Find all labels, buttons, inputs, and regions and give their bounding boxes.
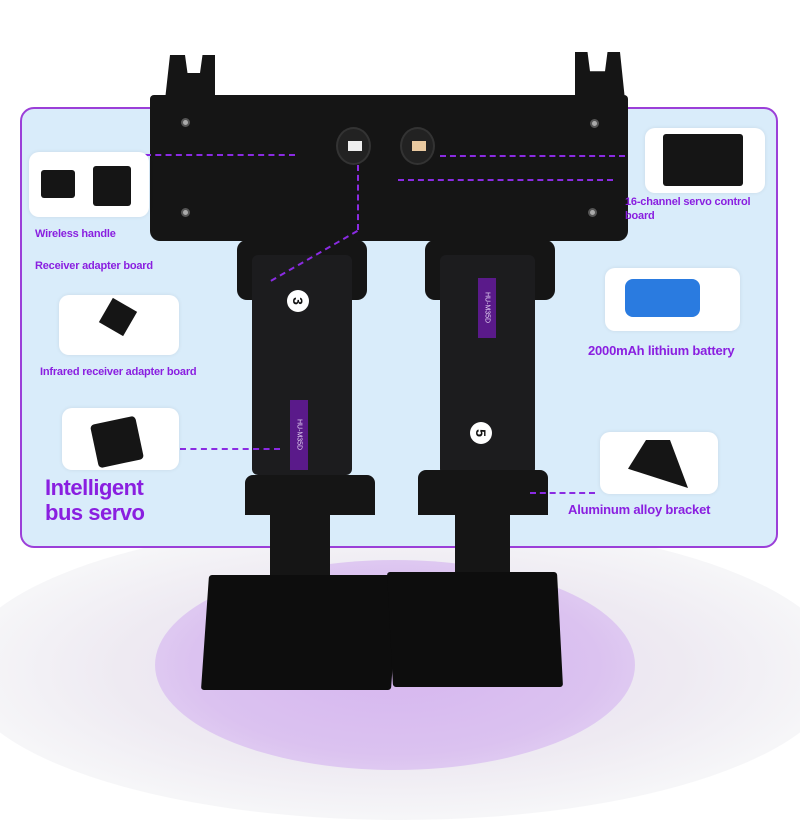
screw bbox=[181, 208, 190, 217]
servo-control-line2: board bbox=[625, 210, 655, 222]
receiver-adapter-label: Receiver adapter board bbox=[35, 260, 153, 272]
ankle-bracket-left bbox=[245, 475, 375, 515]
infrared-adapter-label: Infrared receiver adapter board bbox=[40, 366, 197, 378]
wireless-handle-image bbox=[29, 152, 149, 217]
screw bbox=[588, 208, 597, 217]
connector-hole bbox=[400, 127, 435, 165]
leader-line bbox=[530, 492, 595, 494]
lithium-battery-image bbox=[605, 268, 740, 331]
bus-servo-label: Intelligent bus servo bbox=[45, 475, 145, 525]
head-clip-left bbox=[165, 55, 215, 100]
battery-label: 2000mAh lithium battery bbox=[588, 343, 735, 358]
leader-line bbox=[357, 165, 359, 230]
servo-number-left: 3 bbox=[287, 290, 309, 312]
leader-line bbox=[180, 448, 280, 450]
servo-number-right: 5 bbox=[470, 422, 492, 444]
wireless-handle-label: Wireless handle bbox=[35, 228, 116, 240]
servo-model-sticker: HU-M35D bbox=[478, 278, 496, 338]
head-clip-right bbox=[575, 52, 625, 100]
aluminum-bracket-image bbox=[600, 432, 718, 494]
screw bbox=[590, 119, 599, 128]
servo-control-board-image bbox=[645, 128, 765, 193]
bus-servo-line1: Intelligent bbox=[45, 475, 144, 500]
bus-servo-line2: bus servo bbox=[45, 500, 145, 525]
servo-control-label: 16-channel servo control board bbox=[625, 195, 751, 223]
foot-plate-right bbox=[386, 572, 564, 687]
leader-line bbox=[440, 155, 625, 157]
leader-line bbox=[145, 154, 295, 156]
infrared-receiver-image bbox=[59, 295, 179, 355]
leader-line bbox=[398, 179, 613, 181]
servo-control-line1: 16-channel servo control bbox=[625, 196, 751, 208]
screw bbox=[181, 118, 190, 127]
head-board bbox=[150, 95, 628, 241]
servo-model-sticker: HU-M35D bbox=[290, 400, 308, 470]
foot-plate-left bbox=[200, 575, 400, 690]
bus-servo-image bbox=[62, 408, 179, 470]
connector-hole bbox=[336, 127, 371, 165]
bracket-label: Aluminum alloy bracket bbox=[568, 502, 711, 517]
